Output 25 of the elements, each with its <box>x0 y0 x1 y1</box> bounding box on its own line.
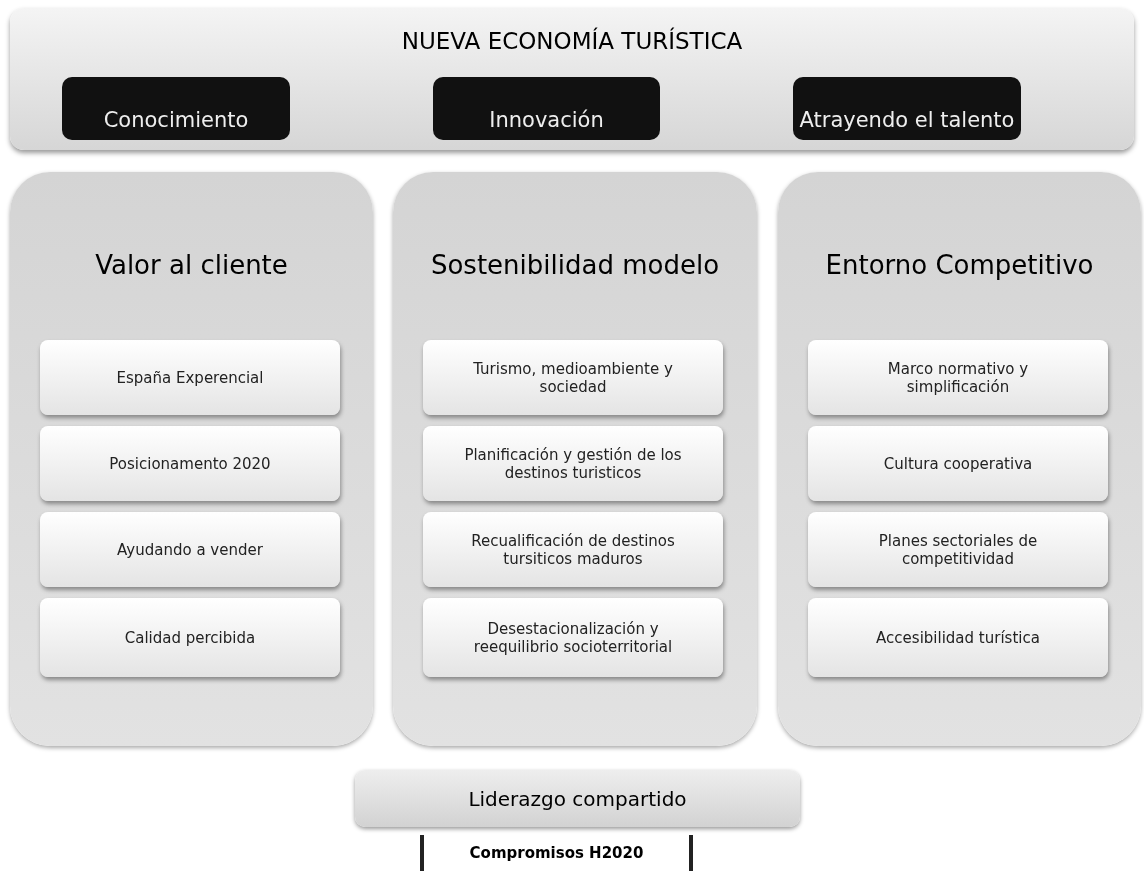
column-heading: Sostenibilidad modelo <box>430 250 720 280</box>
item-box: Accesibilidad turística <box>808 598 1108 677</box>
column-heading: Entorno Competitivo <box>825 250 1094 280</box>
item-box: Marco normativo y simplificación <box>808 340 1108 415</box>
item-box: Posicionamento 2020 <box>40 426 340 501</box>
item-box: Desestacionalización y reequilibrio socioterritorial <box>423 598 723 677</box>
item-box: España Experencial <box>40 340 340 415</box>
item-box: Planificación y gestión de los destinos turisticos <box>423 426 723 501</box>
item-box: Ayudando a vender <box>40 512 340 587</box>
item-box: Recualificación de destinos tursiticos maduros <box>423 512 723 587</box>
item-box: Planes sectoriales de competitividad <box>808 512 1108 587</box>
item-box: Calidad percibida <box>40 598 340 677</box>
category-box: Atrayendo el talento <box>793 77 1021 140</box>
banner-panel <box>10 8 1134 150</box>
category-box: Innovación <box>433 77 660 140</box>
column-panel <box>393 172 757 746</box>
banner-title: NUEVA ECONOMÍA TURÍSTICA <box>401 28 743 54</box>
column-heading: Valor al cliente <box>95 250 288 280</box>
leadership-box: Liderazgo compartido <box>355 770 800 827</box>
category-box: Conocimiento <box>62 77 290 140</box>
column-panel <box>10 172 373 746</box>
column-panel <box>778 172 1141 746</box>
item-box: Cultura cooperativa <box>808 426 1108 501</box>
item-box: Turismo, medioambiente y sociedad <box>423 340 723 415</box>
commitment-label: Compromisos H2020 <box>420 835 693 871</box>
